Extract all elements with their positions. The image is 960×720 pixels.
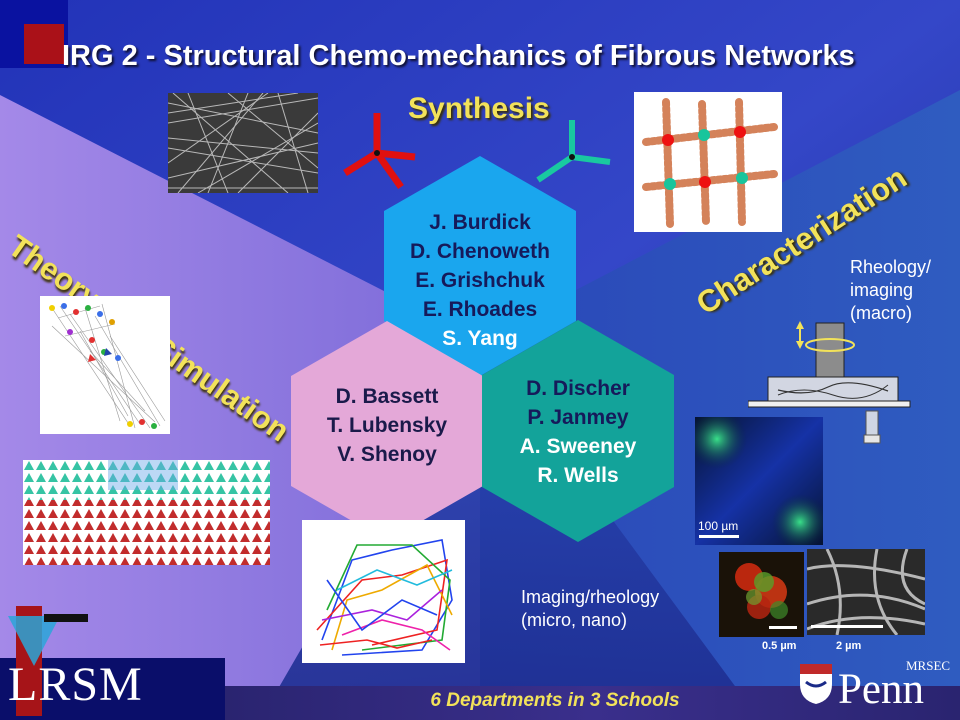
macro-note: Rheology/ imaging (macro) [850, 256, 931, 325]
section-synthesis: Synthesis [408, 92, 550, 125]
hex-left-name: T. Lubensky [326, 414, 448, 437]
penn-shield-icon [800, 664, 832, 704]
hex-right-name: A. Sweeney [519, 435, 637, 458]
penn-logo-text: Penn [838, 666, 924, 713]
lrsm-logo-icon [0, 606, 225, 720]
macro-note-line: (macro) [850, 303, 912, 323]
slide-title: IRG 2 - Structural Chemo-mechanics of Fi… [62, 40, 855, 72]
red-green-scale-label: 0.5 µm [762, 640, 797, 652]
network-graph-image [40, 296, 170, 434]
hex-top-name: E. Rhoades [422, 298, 538, 321]
micro-note-line: (micro, nano) [521, 610, 628, 630]
hex-top-name: S. Yang [442, 327, 518, 350]
hexagon-top-names: J. Burdick D. Chenoweth E. Grishchuk E. … [384, 208, 576, 353]
confocal-scale-label: 100 µm [698, 519, 739, 533]
fiber-network-sem-image [168, 93, 318, 193]
mrsec-label: MRSEC [906, 658, 951, 673]
lrsm-logo-text: LRSM [8, 658, 143, 711]
hexagon-top [384, 156, 576, 376]
confocal-microscopy-image [695, 417, 823, 545]
macro-note-line: Rheology/ [850, 257, 932, 277]
footer-text: 6 Departments in 3 Schools [430, 690, 680, 711]
hex-right-name: D. Discher [526, 377, 630, 400]
rheometer-diagram [748, 321, 911, 444]
red-tripod-molecule-icon [343, 113, 416, 190]
hex-left-name: D. Bassett [335, 385, 439, 408]
footer-bar [225, 686, 960, 720]
red-green-fluorescence-image [719, 552, 804, 637]
green-tripod-molecule-icon [536, 120, 611, 183]
hex-right-name: R. Wells [537, 464, 619, 487]
lattice-simulation-image [23, 460, 270, 565]
hexagon-left-names: D. Bassett T. Lubensky V. Shenoy [291, 382, 483, 469]
hex-top-name: E. Grishchuk [415, 269, 545, 292]
hex-top-name: D. Chenoweth [410, 240, 550, 263]
hex-top-name: J. Burdick [429, 211, 531, 234]
hex-right-name: P. Janmey [527, 406, 629, 429]
hexagon-left [291, 321, 483, 541]
hexagon-right-names: D. Discher P. Janmey A. Sweeney R. Wells [482, 374, 674, 490]
3d-fiber-network-image [302, 520, 465, 663]
hex-left-name: V. Shenoy [337, 443, 437, 466]
hexagon-right [482, 320, 674, 542]
nanofiber-sem-image [807, 549, 925, 635]
polymer-network-image [634, 92, 782, 232]
micro-note-line: Imaging/rheology [521, 587, 660, 607]
micro-note: Imaging/rheology (micro, nano) [521, 586, 659, 632]
macro-note-line: imaging [850, 280, 914, 300]
sem-scale-label: 2 µm [836, 640, 862, 652]
